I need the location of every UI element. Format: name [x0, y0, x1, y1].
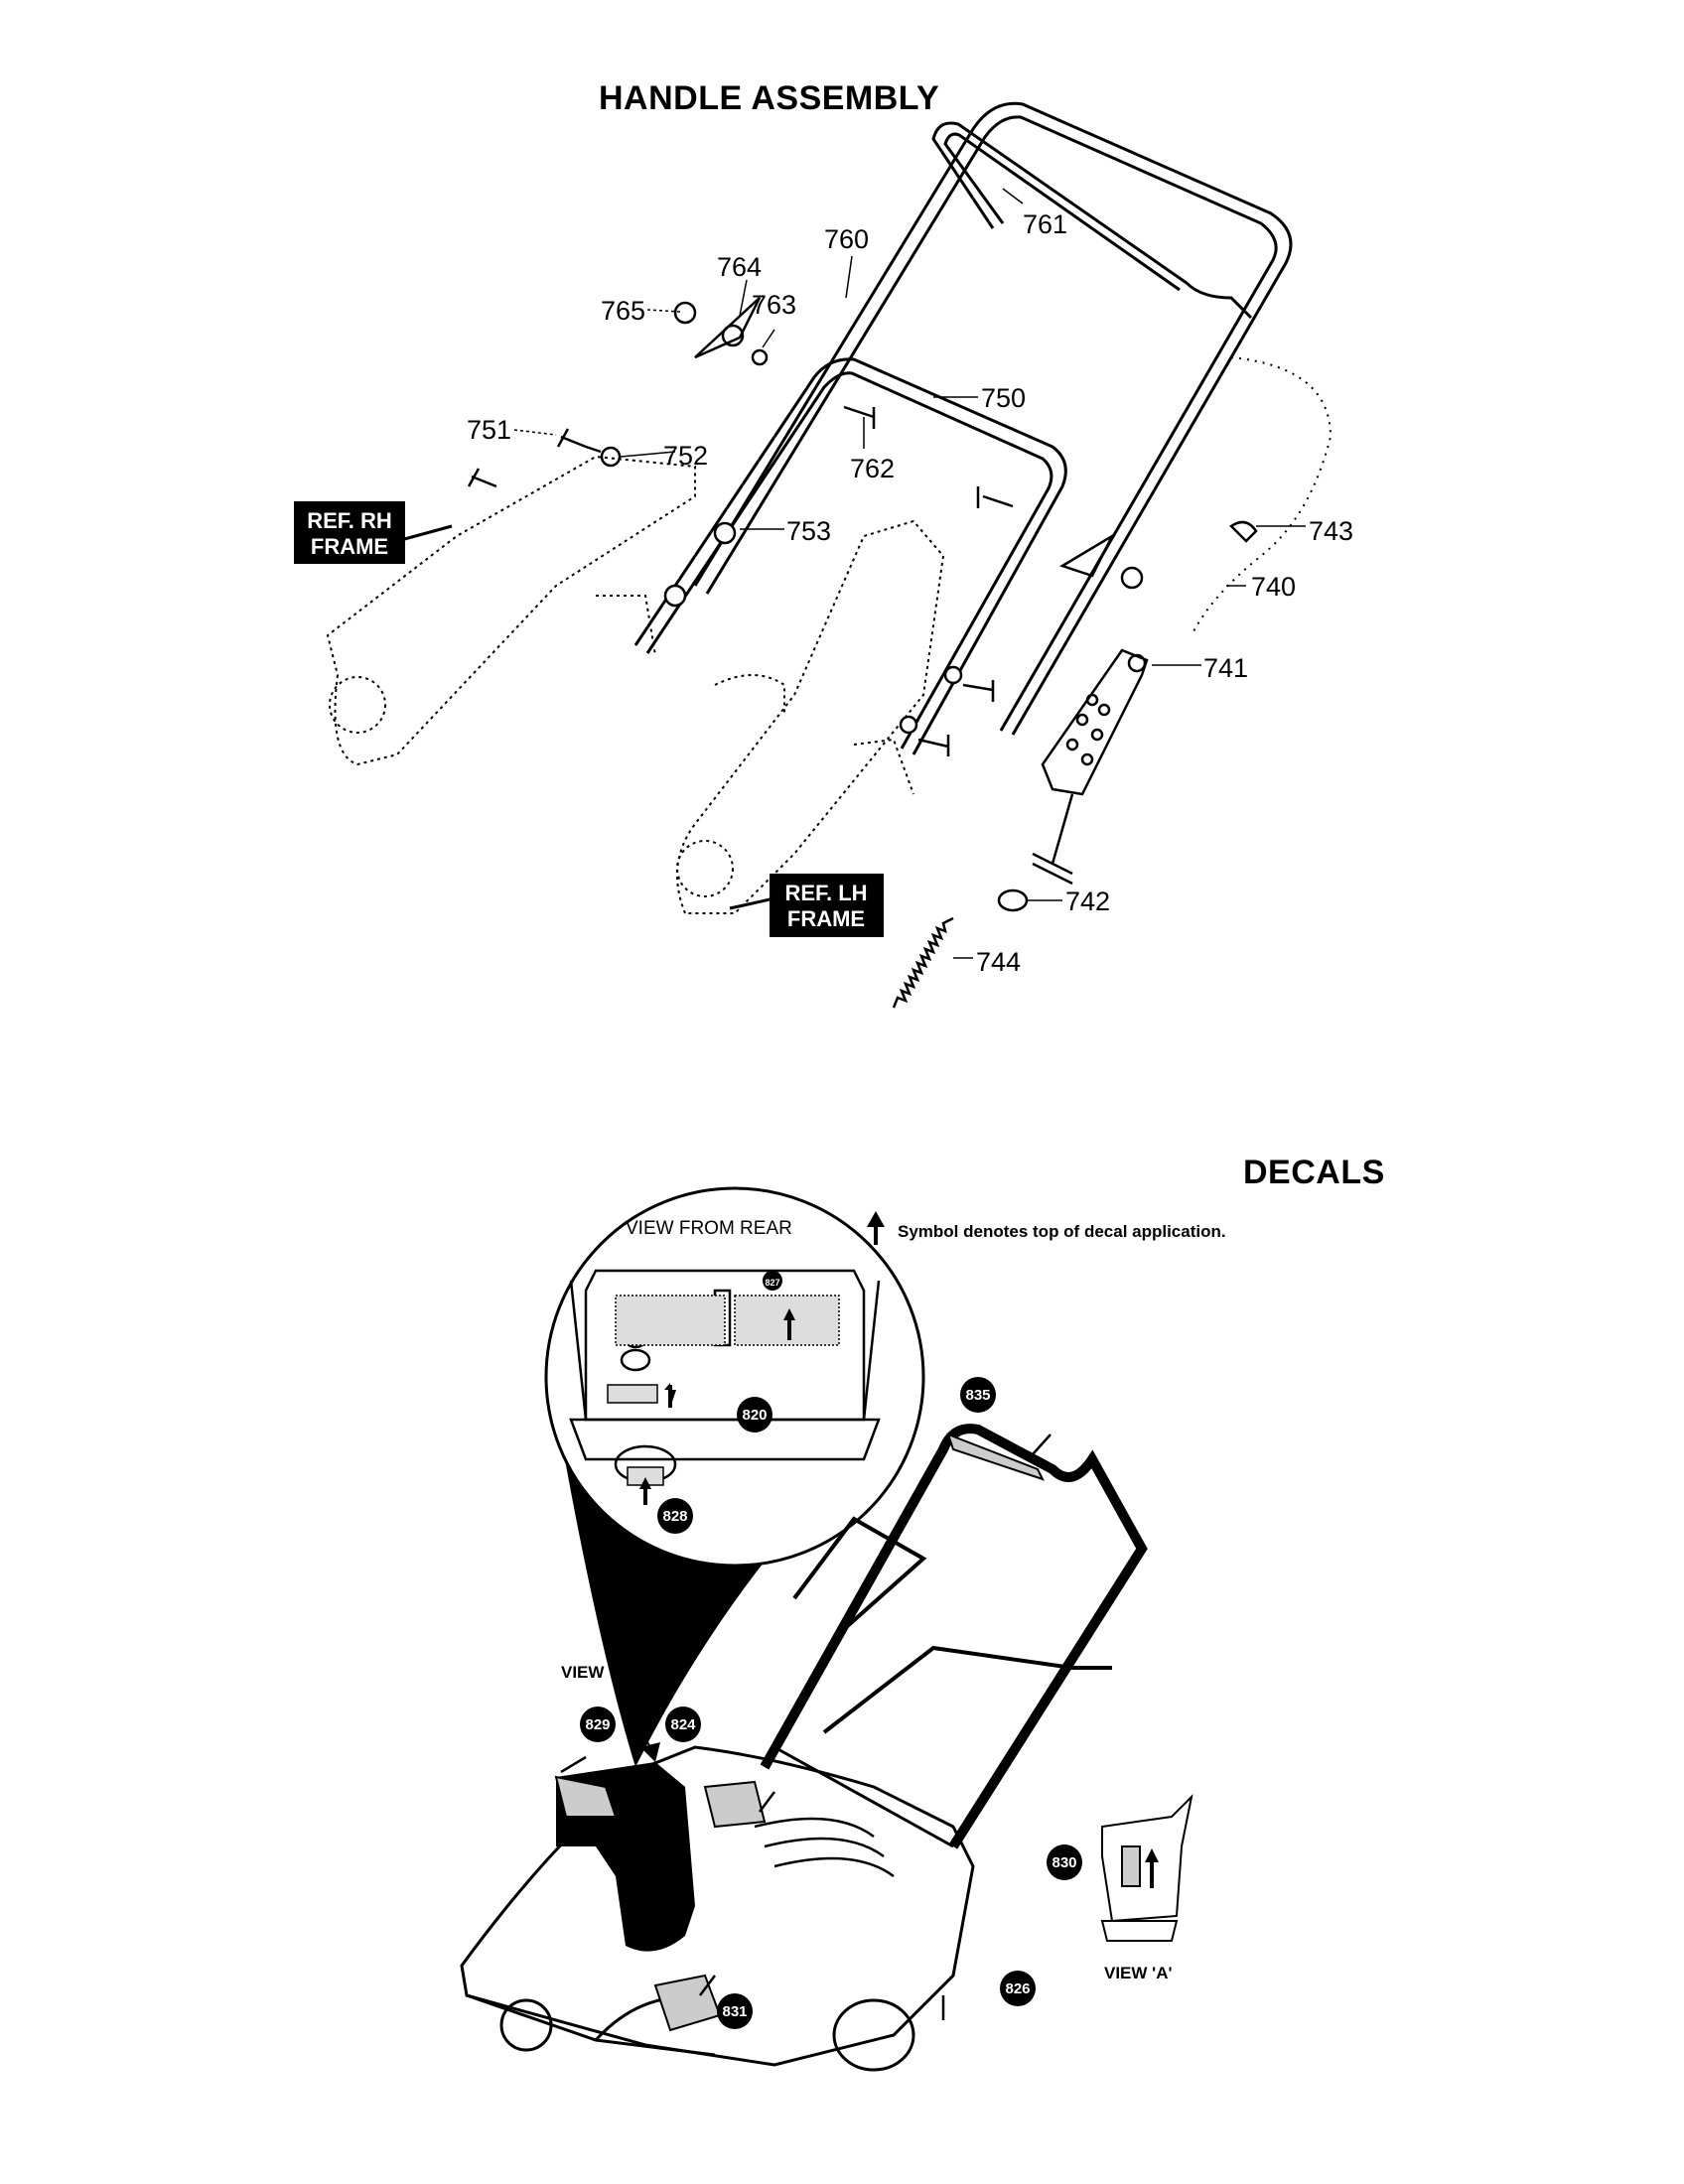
label-741: 741 [1203, 653, 1248, 683]
decal-835-patch [946, 1433, 1045, 1481]
handle-assembly-title: HANDLE ASSEMBLY [599, 79, 940, 117]
snow-thrower-body [460, 1745, 975, 2072]
decals-title: DECALS [1243, 1154, 1385, 1191]
fasteners [600, 301, 1144, 735]
decal-824-patch [703, 1780, 767, 1829]
badge-829: 829 [580, 1706, 616, 1742]
badge-820: 820 [737, 1397, 772, 1433]
svg-text:829: 829 [585, 1716, 610, 1733]
discharge-chute [554, 1762, 695, 1952]
upper-handle-760 [693, 101, 1293, 736]
handle-assembly-diagram: 761 760 764 763 765 750 751 752 762 753 … [294, 101, 1353, 1009]
view-a-arrow [1145, 1848, 1159, 1888]
ref-lh-line2: FRAME [787, 906, 865, 931]
spring-744 [892, 916, 954, 1009]
auger-housing-ribs [754, 1817, 895, 1878]
ref-lh-frame-tag: REF. LH FRAME [770, 874, 884, 937]
label-764: 764 [717, 252, 762, 282]
label-763: 763 [752, 290, 796, 320]
label-753: 753 [786, 516, 831, 546]
view-a-inset [1100, 1793, 1193, 1942]
ref-rh-line1: REF. RH [307, 508, 392, 533]
view-a-label-left: VIEW 'A' [561, 1663, 630, 1682]
bolts [467, 405, 1014, 756]
badge-826: 826 [1000, 1971, 1036, 2006]
decal-badges: 835 820 828 829 824 830 [580, 1377, 1082, 2029]
ferrule-743 [1229, 520, 1258, 543]
label-750: 750 [981, 383, 1026, 413]
label-751: 751 [467, 415, 511, 445]
view-a-pointer [615, 1687, 651, 1748]
leader-lines [396, 188, 1306, 959]
cable-end-742 [997, 793, 1074, 912]
bail-761 [931, 121, 1253, 320]
label-740: 740 [1251, 572, 1296, 602]
badge-827: 827 [765, 1278, 779, 1288]
control-cable-740 [1191, 356, 1333, 636]
symbol-note-text: Symbol denotes top of decal application. [898, 1222, 1226, 1241]
svg-text:830: 830 [1052, 1854, 1076, 1871]
label-765: 765 [601, 296, 645, 326]
svg-text:828: 828 [662, 1508, 687, 1525]
decal-symbol-note: Symbol denotes top of decal application. [867, 1211, 1226, 1245]
badge-828: 828 [657, 1498, 693, 1534]
label-742: 742 [1065, 887, 1110, 916]
label-752: 752 [663, 441, 708, 471]
lh-frame-reference [676, 519, 945, 914]
svg-text:835: 835 [965, 1387, 990, 1404]
view-a-label-right: VIEW 'A' [1104, 1964, 1173, 1982]
svg-text:820: 820 [742, 1407, 767, 1424]
ref-rh-line2: FRAME [311, 534, 388, 559]
decal-direction-arrows [560, 1433, 1052, 2020]
label-744: 744 [976, 947, 1021, 977]
ref-lh-line1: REF. LH [784, 881, 867, 905]
lower-handle-750 [633, 357, 1067, 755]
decals-diagram: VIEW FROM REAR [460, 1186, 1226, 2072]
label-743: 743 [1309, 516, 1353, 546]
cable-bracket-741 [1041, 648, 1149, 796]
svg-text:824: 824 [670, 1716, 696, 1733]
badge-824: 824 [665, 1706, 701, 1742]
badge-830: 830 [1047, 1844, 1082, 1880]
ref-rh-frame-tag: REF. RH FRAME [294, 501, 405, 564]
label-761: 761 [1023, 209, 1067, 239]
rh-frame-reference [326, 455, 696, 766]
svg-text:831: 831 [722, 2003, 747, 2020]
label-760: 760 [824, 224, 869, 254]
view-from-rear-label: VIEW FROM REAR [626, 1218, 792, 1239]
knob-764 [694, 297, 1116, 578]
label-762: 762 [850, 454, 895, 483]
badge-835: 835 [960, 1377, 996, 1413]
part-labels: 761 760 764 763 765 750 751 752 762 753 … [467, 209, 1353, 977]
badge-831: 831 [717, 1993, 753, 2029]
view-from-rear-inset: VIEW FROM REAR [544, 1186, 925, 1767]
decals-bail [792, 1516, 1112, 1734]
svg-text:826: 826 [1005, 1980, 1030, 1997]
